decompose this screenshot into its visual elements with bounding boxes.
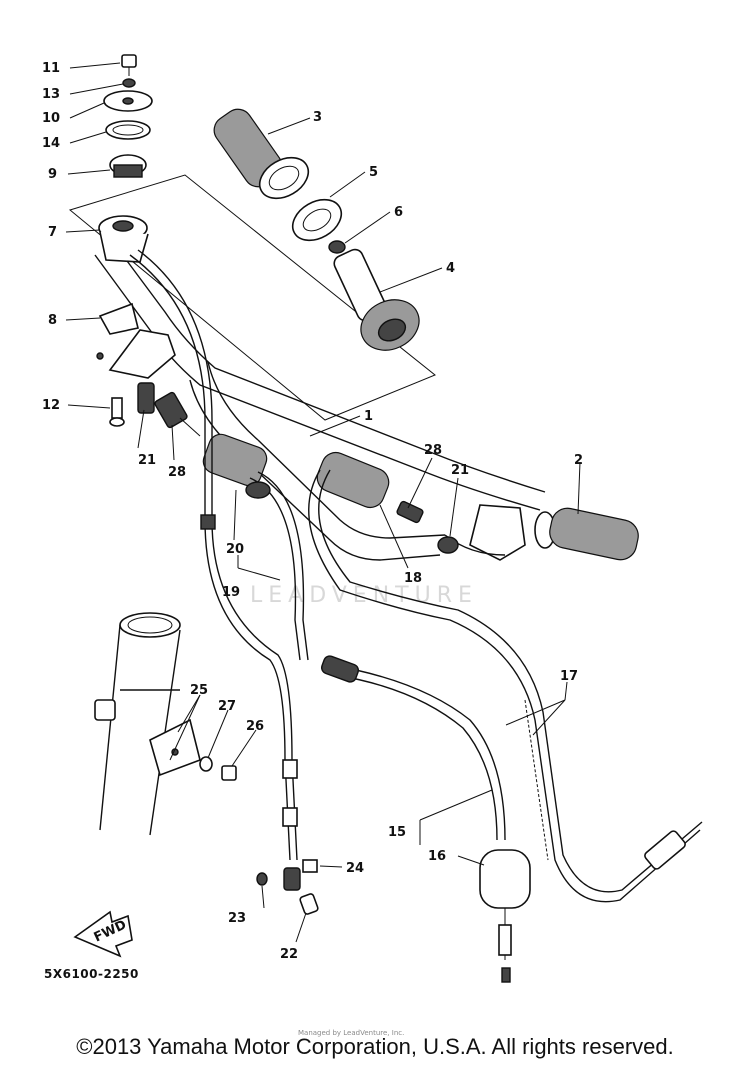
watermark-small-text: Managed by LeadVenture, Inc.	[298, 1029, 404, 1037]
callout-8: 8	[48, 313, 57, 328]
callout-11: 11	[42, 61, 60, 76]
callout-17: 17	[560, 669, 578, 684]
clutch-cable-17	[308, 469, 701, 903]
frame-tube	[94, 612, 181, 836]
bar-pad-right	[316, 451, 390, 509]
callout-26: 26	[246, 719, 264, 734]
callout-9: 9	[48, 167, 57, 182]
throttle-cable-19	[129, 254, 291, 861]
ring-5	[291, 198, 343, 242]
fwd-arrow-icon: FWD	[73, 910, 133, 958]
adjuster-28-right	[396, 500, 424, 524]
callout-15: 15	[388, 825, 406, 840]
callout-24: 24	[346, 861, 364, 876]
washer-23	[256, 872, 268, 886]
grip-3	[213, 108, 310, 200]
bolt-26	[221, 765, 237, 781]
adjuster-21-left	[137, 382, 155, 414]
washer-13	[122, 78, 136, 88]
callout-13: 13	[42, 87, 60, 102]
leader-lines	[65, 62, 581, 943]
callout-6: 6	[394, 205, 403, 220]
copyright-notice: ©2013 Yamaha Motor Corporation, U.S.A. A…	[76, 1034, 674, 1059]
callout-14: 14	[42, 136, 60, 151]
callout-3: 3	[313, 110, 322, 125]
bar-pad-left	[202, 433, 268, 487]
bracket-8	[98, 302, 139, 335]
callout-7: 7	[48, 225, 57, 240]
lever-bracket-left	[108, 329, 176, 379]
exploded-view-box	[68, 174, 436, 421]
callout-25: 25	[190, 683, 208, 698]
callout-19: 19	[222, 585, 240, 600]
callout-labels: 11 13 10 14 9 7 8 12 21 28 3 5 6 4 1 2 2…	[42, 61, 583, 962]
callout-2: 2	[574, 453, 583, 468]
screw-12	[109, 397, 125, 427]
adjuster-21-right	[437, 536, 459, 554]
callout-10: 10	[42, 111, 60, 126]
collar-6	[328, 240, 346, 254]
adjuster-28-left	[154, 391, 201, 437]
throttle-housing-7	[98, 215, 149, 263]
cable-junction-16	[479, 849, 531, 983]
callout-21-left: 21	[138, 453, 156, 468]
callout-12: 12	[42, 398, 60, 413]
callout-5: 5	[369, 165, 378, 180]
callout-22: 22	[280, 947, 298, 962]
callout-28-left: 28	[168, 465, 186, 480]
washer-27	[199, 756, 213, 772]
callout-18: 18	[404, 571, 422, 586]
bolt-11	[121, 54, 137, 76]
callout-4: 4	[446, 261, 455, 276]
clamp-25	[149, 718, 201, 777]
clip-24	[302, 859, 318, 873]
throttle-gear-9	[109, 154, 147, 178]
part-code: 5X6100-2250	[44, 967, 139, 981]
callout-28-right: 28	[424, 443, 442, 458]
lever-bracket-right	[444, 504, 526, 561]
cable-15	[329, 664, 506, 841]
watermark-text: LEADVENTURE	[250, 583, 478, 608]
callout-23: 23	[228, 911, 246, 926]
callout-27: 27	[218, 699, 236, 714]
gasket-14	[105, 120, 151, 140]
callout-1: 1	[364, 409, 373, 424]
callout-21-right: 21	[451, 463, 469, 478]
throttle-tube-4	[333, 248, 420, 351]
pin-22	[299, 893, 319, 915]
callout-16: 16	[428, 849, 446, 864]
grip-2	[534, 507, 639, 561]
callout-20: 20	[226, 542, 244, 557]
